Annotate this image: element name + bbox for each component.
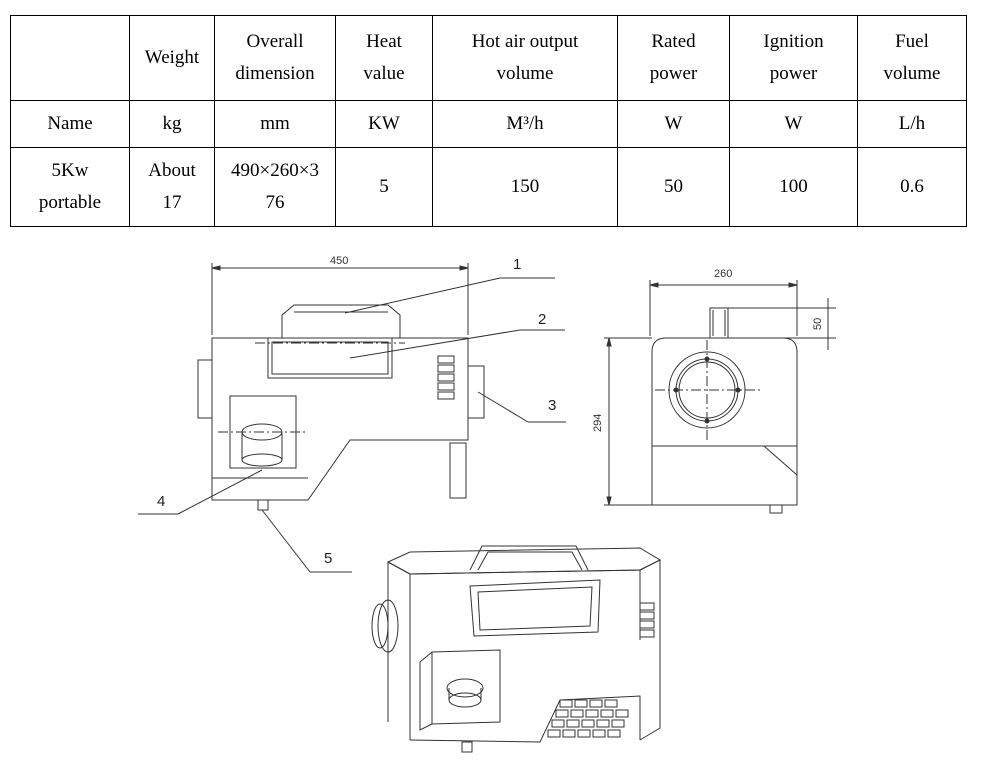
header-cell: Weight	[129, 15, 215, 101]
callout-5: 5	[324, 550, 332, 567]
unit-cell: M³/h	[432, 100, 618, 148]
header-cell: Heat value	[335, 15, 433, 101]
unit-cell: mm	[214, 100, 336, 148]
callout-leaders	[138, 277, 566, 573]
unit-cell: L/h	[857, 100, 967, 148]
value-cell: 5	[335, 147, 433, 227]
header-cell	[10, 15, 130, 101]
header-cell: Overall dimension	[214, 15, 336, 101]
table-header-row: Weight Overall dimension Heat value Hot …	[10, 15, 967, 101]
value-cell: 0.6	[857, 147, 967, 227]
callout-2: 2	[538, 311, 546, 328]
header-cell: Rated power	[617, 15, 730, 101]
value-cell: 490×260×3 76	[214, 147, 336, 227]
unit-cell: Name	[10, 100, 130, 148]
unit-cell: kg	[129, 100, 215, 148]
dim-side-height: 294	[592, 414, 604, 432]
header-cell: Hot air output volume	[432, 15, 618, 101]
dim-side-width: 260	[714, 268, 732, 280]
table-unit-row: Name kg mm KW M³/h W W L/h	[10, 100, 967, 148]
front-view: 450	[197, 255, 485, 511]
value-cell: 150	[432, 147, 618, 227]
value-cell: 5Kw portable	[10, 147, 130, 227]
spec-table: Weight Overall dimension Heat value Hot …	[10, 15, 967, 227]
header-cell: Ignition power	[729, 15, 858, 101]
callout-1: 1	[513, 256, 521, 273]
unit-cell: KW	[335, 100, 433, 148]
callout-4: 4	[157, 493, 165, 510]
unit-cell: W	[729, 100, 858, 148]
header-cell: Fuel volume	[857, 15, 967, 101]
side-view: 260 50 294	[592, 268, 836, 514]
callout-3: 3	[548, 397, 556, 414]
value-cell: About 17	[129, 147, 215, 227]
unit-cell: W	[617, 100, 730, 148]
isometric-view	[371, 545, 662, 753]
dim-handle-height: 50	[812, 318, 824, 330]
dim-front-width: 450	[330, 255, 348, 267]
table-value-row: 5Kw portable About 17 490×260×3 76 5 150…	[10, 147, 967, 227]
heater-technical-drawing: 4 50	[138, 255, 836, 753]
value-cell: 100	[729, 147, 858, 227]
grille	[547, 699, 629, 738]
value-cell: 50	[617, 147, 730, 227]
